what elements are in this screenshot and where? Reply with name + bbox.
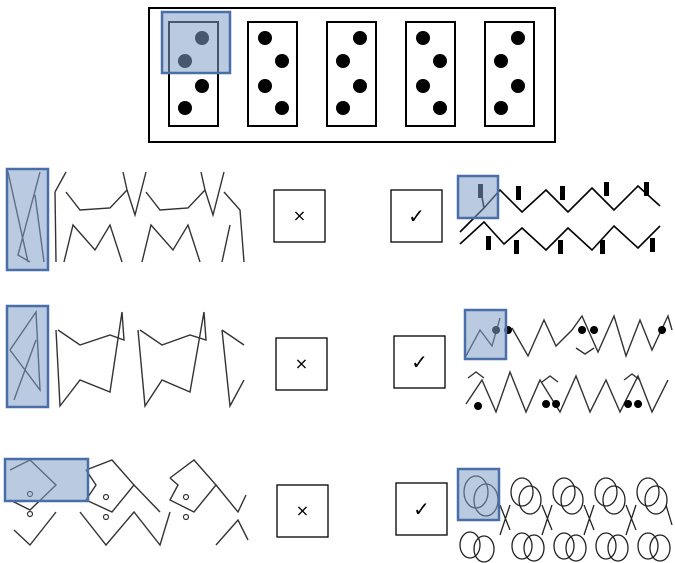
row2-cross-box: × — [276, 338, 327, 390]
row2-cross-mark: × — [295, 354, 308, 373]
row1-right-pattern — [458, 176, 660, 254]
row1-right-highlight — [458, 176, 498, 218]
row1-cross-box: × — [274, 190, 325, 242]
row1-cross-mark: × — [293, 206, 306, 225]
row3-cross-mark: × — [296, 501, 309, 520]
row3-left-highlight — [5, 459, 88, 501]
row2-check-box: ✓ — [394, 336, 445, 388]
domino-card-5 — [485, 22, 534, 126]
row2-right-highlight — [465, 310, 506, 359]
row3-cross-box: × — [277, 485, 328, 537]
domino-panel — [149, 8, 555, 142]
domino-card-4 — [406, 22, 455, 126]
row3-check-box: ✓ — [396, 483, 447, 535]
row2-right-pattern — [465, 310, 672, 412]
row3-right-highlight — [458, 469, 499, 520]
row3-check-mark: ✓ — [413, 497, 430, 521]
row1-check-box: ✓ — [391, 190, 442, 242]
row3-right-pattern — [458, 469, 672, 562]
domino-card-2 — [248, 22, 297, 126]
row2-left-pattern — [7, 306, 244, 407]
domino-highlight — [162, 12, 230, 73]
row2-left-highlight — [7, 306, 48, 407]
row1-left-highlight — [7, 169, 48, 270]
row1-left-pattern — [7, 169, 244, 270]
row3-left-pattern — [5, 459, 248, 545]
domino-card-3 — [327, 22, 376, 126]
row2-check-mark: ✓ — [411, 350, 428, 374]
row1-check-mark: ✓ — [408, 204, 425, 228]
